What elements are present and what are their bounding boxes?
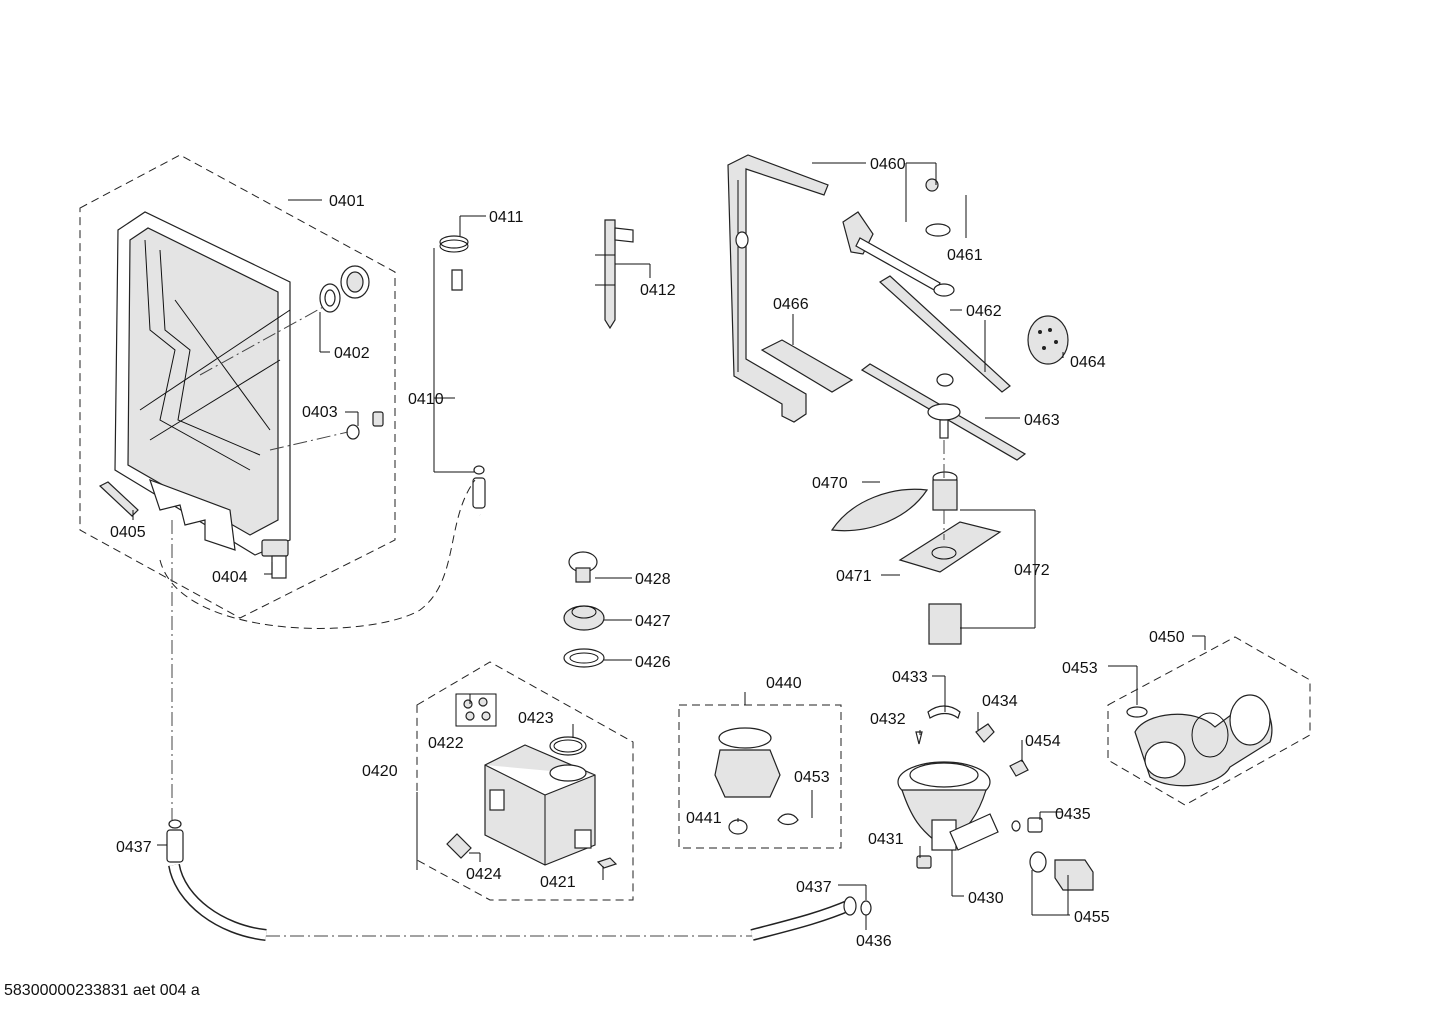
label-0402: 0402	[334, 345, 370, 362]
label-0437-left: 0437	[116, 839, 152, 856]
label-0434: 0434	[982, 693, 1018, 710]
lower-spray-arm-0463	[860, 363, 1027, 461]
hose-0437-left	[166, 819, 267, 941]
label-0423: 0423	[518, 710, 554, 727]
label-0405: 0405	[110, 524, 146, 541]
label-0421: 0421	[540, 874, 576, 891]
label-0427: 0427	[635, 613, 671, 630]
clip-0421	[596, 857, 618, 869]
filter-0472	[928, 471, 962, 645]
label-0420: 0420	[362, 763, 398, 780]
label-0437-right: 0437	[796, 879, 832, 896]
label-0430: 0430	[968, 890, 1004, 907]
label-0426: 0426	[635, 654, 671, 671]
leader-lines	[132, 162, 1206, 930]
label-0428: 0428	[635, 571, 671, 588]
label-0403: 0403	[302, 404, 338, 421]
valve-0403	[346, 411, 384, 440]
label-0424: 0424	[466, 866, 502, 883]
label-0470: 0470	[812, 475, 848, 492]
document-code: 58300000233831 aet 004 a	[4, 982, 200, 999]
label-0410: 0410	[408, 391, 444, 408]
label-0461: 0461	[947, 247, 983, 264]
upper-spray-arm-0462	[842, 178, 1011, 393]
label-0454: 0454	[1025, 733, 1061, 750]
filter-disc-0464	[1027, 315, 1069, 365]
label-0404: 0404	[212, 569, 248, 586]
label-0412: 0412	[640, 282, 676, 299]
label-0453-pump: 0453	[1062, 660, 1098, 677]
flat-filter-0471	[898, 521, 1002, 573]
seal-set-0422	[455, 693, 497, 727]
deflector-0466	[760, 339, 854, 393]
assembly-paths	[159, 305, 945, 937]
clip-0405	[98, 481, 139, 517]
pump-0455	[1011, 817, 1094, 891]
small-parts-0431-0434	[915, 705, 1029, 869]
label-0463: 0463	[1024, 412, 1060, 429]
microfilter-0470	[830, 488, 929, 532]
label-0450: 0450	[1149, 629, 1185, 646]
group-0440-outline	[678, 704, 842, 849]
hose-0410	[445, 269, 555, 534]
group-0450-outline	[1107, 636, 1311, 806]
label-0464: 0464	[1070, 354, 1106, 371]
label-0472: 0472	[1014, 562, 1050, 579]
spray-pipe-0460	[727, 154, 829, 423]
group-0420-outline	[416, 661, 634, 901]
ring-0423	[549, 736, 587, 756]
label-0431: 0431	[868, 831, 904, 848]
cap-0427	[563, 605, 605, 631]
ring-0426	[563, 648, 605, 668]
hose-0437-right	[750, 896, 872, 941]
seal-ring-0402	[319, 265, 370, 313]
label-0460: 0460	[870, 156, 906, 173]
hose-clamp-0411	[439, 235, 469, 253]
circulation-pump-0450	[1126, 694, 1273, 787]
sensor-0404	[261, 539, 289, 579]
label-0411: 0411	[489, 209, 524, 226]
part-labels: 0401 0402 0403 0404 0405 0410 0411 0412 …	[110, 156, 1185, 950]
label-0433: 0433	[892, 669, 928, 686]
cap-0428	[568, 551, 598, 583]
heater-part-0440	[714, 727, 799, 835]
label-0435: 0435	[1055, 806, 1091, 823]
label-0466: 0466	[773, 296, 809, 313]
sump-0430	[897, 761, 999, 851]
label-0440: 0440	[766, 675, 802, 692]
label-0462: 0462	[966, 303, 1002, 320]
water-softener-part	[484, 744, 596, 866]
valve-0424	[446, 833, 472, 859]
label-0436: 0436	[856, 933, 892, 950]
label-0453-heater: 0453	[794, 769, 830, 786]
label-0432: 0432	[870, 711, 906, 728]
side-panel-part	[114, 211, 291, 556]
label-0441: 0441	[686, 810, 722, 827]
label-0422: 0422	[428, 735, 464, 752]
label-0471: 0471	[836, 568, 872, 585]
group-0401-outline	[79, 154, 396, 619]
label-0401: 0401	[329, 193, 365, 210]
bracket-0412	[595, 219, 634, 330]
label-0455: 0455	[1074, 909, 1110, 926]
